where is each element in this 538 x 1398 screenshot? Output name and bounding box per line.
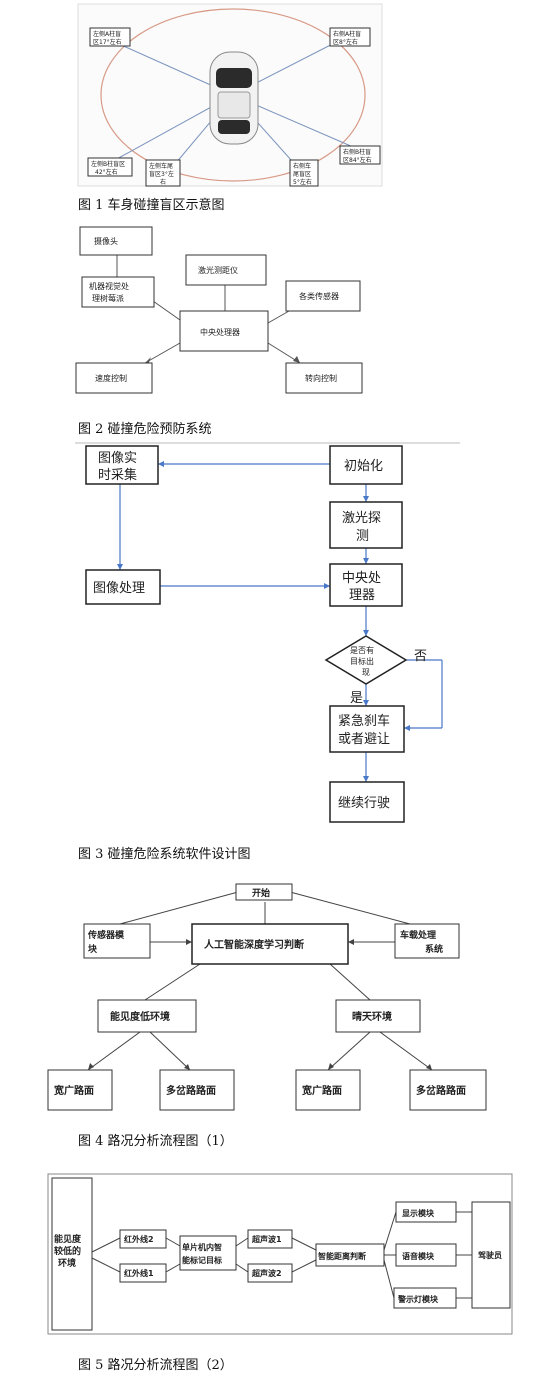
speed-control-node: 速度控制: [95, 373, 127, 383]
figure-4-caption: 图 4 路况分析流程图（1）: [78, 1134, 233, 1149]
figure-5: 能见度 较低的 环境 红外线2 红外线1 单片机内智 能标记目标 超声波1 超声…: [0, 1170, 538, 1398]
sensor-module-node: 传感器模: [87, 929, 125, 941]
label-right-b-pillar: 右侧B柱盲: [343, 148, 371, 156]
svg-text:目标出: 目标出: [350, 656, 374, 666]
svg-text:现: 现: [362, 668, 370, 677]
label-right-a-pillar: 右侧A柱盲: [333, 30, 361, 38]
svg-text:或者避让: 或者避让: [338, 732, 390, 747]
svg-text:区84°左右: 区84°左右: [343, 156, 372, 164]
svg-text:是否有: 是否有: [350, 645, 374, 655]
figure-5-caption: 图 5 路况分析流程图（2）: [78, 1358, 233, 1373]
driver-node: 驾驶员: [477, 1250, 502, 1260]
label-left-b-pillar: 左侧B柱盲区: [91, 160, 125, 168]
svg-text:5°左右: 5°左右: [293, 178, 312, 186]
camera-node: 摄像头: [94, 236, 118, 246]
figure-1-caption: 图 1 车身碰撞盲区示意图: [78, 198, 225, 213]
wide-road-node-2: 宽广路面: [301, 1084, 342, 1097]
sensors-node: 各类传感器: [299, 291, 339, 301]
label-left-rear: 左侧车尾: [149, 162, 173, 170]
svg-text:块: 块: [88, 943, 98, 955]
figure-3-caption: 图 3 碰撞危险系统软件设计图: [78, 847, 251, 862]
figure-2-caption: 图 2 碰撞危险预防系统: [78, 422, 212, 437]
svg-text:理树莓派: 理树莓派: [92, 293, 124, 303]
cpu-node: 中央处: [342, 571, 381, 586]
laser-rangefinder-node: 激光测距仪: [198, 265, 238, 275]
figure-1: 左侧A柱盲 区17°左右 右侧A柱盲 区8°左右 右侧B柱盲 区84°左右 左侧…: [0, 0, 538, 215]
wide-road-node-1: 宽广路面: [53, 1084, 94, 1097]
road-analysis-flowchart-2: 能见度 较低的 环境 红外线2 红外线1 单片机内智 能标记目标 超声波1 超声…: [47, 1173, 513, 1335]
software-design-flowchart: 图像实 时采集 初始化 激光探 测 图像处理 中央处 理器 是否有 目标出 现 …: [75, 442, 460, 823]
infrared-1-node: 红外线1: [124, 1268, 154, 1278]
continue-driving-node: 继续行驶: [338, 796, 390, 811]
svg-text:较低的: 较低的: [54, 1245, 81, 1257]
mcu-node: 单片机内智: [182, 1242, 222, 1252]
voice-module-node: 语音模块: [402, 1251, 435, 1261]
svg-text:区8°左右: 区8°左右: [333, 38, 358, 46]
svg-text:时采集: 时采集: [98, 467, 137, 483]
display-module-node: 显示模块: [402, 1208, 435, 1218]
blind-zone-ellipse: [100, 8, 366, 182]
yes-label: 是: [350, 691, 363, 706]
figure-2: 摄像头 激光测距仪 机器视觉处 理树莓派 中央处理器 各类传感器 速度控制 转向…: [0, 215, 538, 440]
decision-node: [324, 635, 408, 685]
image-capture-node: 图像实: [98, 451, 137, 466]
car-top-view: [209, 51, 259, 145]
svg-text:区17°左右: 区17°左右: [93, 38, 122, 46]
label-left-a-pillar: 左侧A柱盲: [93, 30, 121, 38]
laser-detect-node: 激光探: [342, 511, 381, 526]
low-visibility-env-node: 能见度: [54, 1233, 82, 1245]
central-processor-node: 中央处理器: [200, 327, 240, 337]
no-label: 否: [414, 649, 427, 664]
road-analysis-flowchart-1: 开始 传感器模 块 人工智能深度学习判断 车载处理 系统 能见度低环境 晴天环境…: [47, 883, 487, 1111]
sunny-node: 晴天环境: [352, 1010, 392, 1023]
ai-judgement-node: 人工智能深度学习判断: [204, 938, 304, 951]
blind-spot-diagram: 左侧A柱盲 区17°左右 右侧A柱盲 区8°左右 右侧B柱盲 区84°左右 左侧…: [77, 3, 383, 187]
label-right-rear: 右侧车: [293, 162, 311, 170]
ultrasonic-1-node: 超声波1: [251, 1234, 282, 1244]
start-node: 开始: [252, 887, 270, 899]
svg-text:能标记目标: 能标记目标: [182, 1255, 222, 1265]
prevention-system-diagram: 摄像头 激光测距仪 机器视觉处 理树莓派 中央处理器 各类传感器 速度控制 转向…: [75, 226, 363, 394]
init-node: 初始化: [344, 459, 383, 474]
svg-text:右: 右: [160, 178, 166, 186]
fork-road-node-1: 多岔路路面: [166, 1084, 216, 1097]
low-visibility-node: 能见度低环境: [110, 1010, 170, 1023]
ultrasonic-2-node: 超声波2: [251, 1268, 282, 1278]
svg-text:尾盲区: 尾盲区: [293, 170, 311, 178]
emergency-brake-node: 紧急刹车: [338, 713, 390, 729]
figure-4: 开始 传感器模 块 人工智能深度学习判断 车载处理 系统 能见度低环境 晴天环境…: [0, 880, 538, 1155]
svg-text:系统: 系统: [425, 943, 443, 955]
steering-control-node: 转向控制: [305, 373, 337, 383]
warning-light-node: 警示灯模块: [397, 1294, 439, 1304]
image-processing-node: 图像处理: [93, 581, 145, 596]
svg-text:盲区3°左: 盲区3°左: [149, 170, 174, 178]
figure-3: 图像实 时采集 初始化 激光探 测 图像处理 中央处 理器 是否有 目标出 现 …: [0, 440, 538, 865]
fork-road-node-2: 多岔路路面: [416, 1084, 466, 1097]
vision-node: 机器视觉处: [89, 281, 129, 291]
svg-text:环境: 环境: [58, 1257, 76, 1269]
infrared-2-node: 红外线2: [124, 1234, 154, 1244]
vehicle-system-node: 车载处理: [400, 929, 436, 941]
svg-text:理器: 理器: [349, 588, 375, 603]
svg-text:42°左右: 42°左右: [95, 168, 118, 176]
smart-distance-node: 智能距离判断: [318, 1251, 366, 1261]
svg-text:测: 测: [356, 529, 369, 544]
